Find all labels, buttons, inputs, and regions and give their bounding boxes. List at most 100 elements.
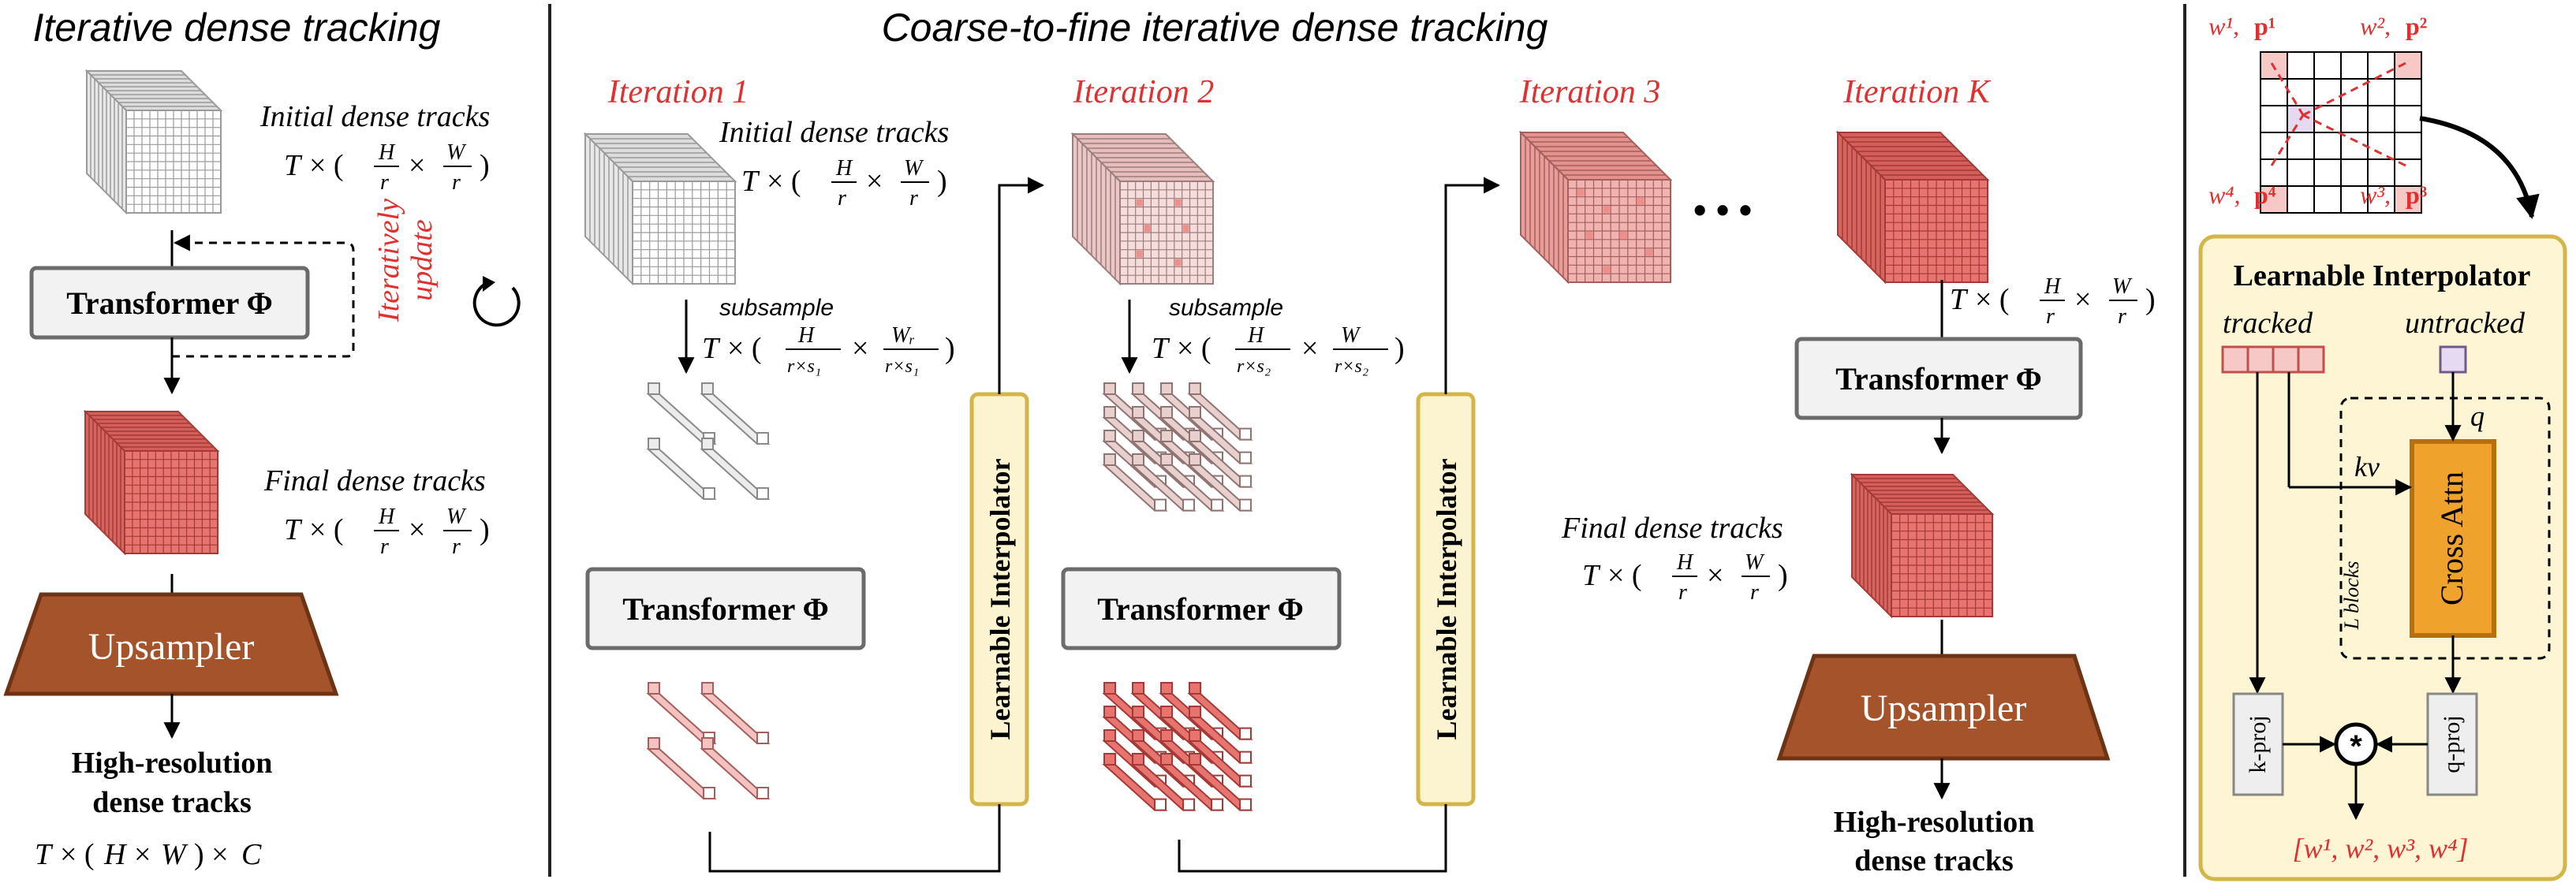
initial-dense-tracks-cube	[84, 69, 223, 215]
left-final-label: Final dense tracks	[263, 464, 486, 497]
svg-text:r: r	[909, 186, 918, 211]
svg-text:w⁴,: w⁴,	[2208, 181, 2240, 209]
svg-text:W: W	[904, 156, 924, 181]
svg-text:r: r	[838, 186, 846, 211]
svg-text:C: C	[241, 838, 262, 871]
svg-text:r×s₂: r×s₂	[1335, 356, 1368, 377]
iter1-transformer-label: Transformer Φ	[622, 591, 829, 627]
cross-attn-block	[2410, 439, 2496, 638]
left-output-formula: T × ( H × W ) × C	[35, 838, 262, 871]
svg-text:r: r	[1678, 580, 1687, 605]
svg-text:H: H	[1676, 550, 1694, 575]
iter1-updated-tracks	[646, 682, 771, 799]
left-initial-label: Initial dense tracks	[259, 100, 490, 133]
svg-text:r×s₁: r×s₁	[787, 356, 821, 377]
svg-text:H: H	[2044, 274, 2062, 299]
untracked-token	[2439, 345, 2467, 374]
mid-initial-label: Initial dense tracks	[719, 116, 949, 149]
svg-text:r: r	[380, 535, 389, 559]
svg-text:T: T	[35, 838, 54, 871]
mid-final-label: Final dense tracks	[1561, 512, 1783, 545]
svg-text:): )	[945, 332, 955, 365]
svg-text:×: ×	[1301, 332, 1318, 365]
mid-initial-formula: T × ( H r × W r )	[741, 156, 947, 211]
final-dense-tracks-cube-k	[1850, 472, 1995, 619]
corner-weight-labels: w¹, p¹ w², p² w⁴, p⁴ w³, p³	[2208, 12, 2427, 209]
svg-text:×: ×	[2074, 283, 2091, 316]
svg-text:*: *	[2350, 729, 2362, 764]
svg-text:× (: × (	[767, 165, 801, 198]
iterK-transformer-box	[1794, 337, 2083, 420]
untracked-label: untracked	[2405, 307, 2526, 340]
svg-text:H: H	[797, 323, 816, 348]
svg-text:W: W	[1341, 323, 1361, 348]
multiply-operator-icon: *	[2334, 722, 2378, 766]
subsample-label-2: subsample	[1169, 295, 1283, 321]
svg-text:r: r	[2046, 304, 2055, 329]
label-iteration-1: Iteration 1	[607, 74, 749, 110]
svg-text:H: H	[1247, 323, 1265, 348]
svg-text:r: r	[452, 170, 461, 195]
iteratively-update-text: Iteratively update	[372, 199, 439, 322]
svg-text:× (: × (	[1607, 559, 1642, 592]
iter2-transformer-box	[1061, 567, 1342, 650]
flow-interp1-to-iter2	[998, 177, 1045, 394]
subsample-formula-2: T × ( H r×s₂ × W r×s₂ )	[1152, 323, 1405, 377]
svg-text:): )	[480, 513, 490, 546]
mid-hires-line1: High-resolution	[1834, 806, 2035, 839]
svg-text:× (: × (	[1975, 283, 2010, 316]
svg-text:): )	[2145, 283, 2156, 316]
left-panel-title: Iterative dense tracking	[33, 6, 441, 50]
iterK-transformer-label: Transformer Φ	[1835, 361, 2042, 397]
iter2-updated-tracks	[1102, 682, 1253, 811]
svg-text:): )	[480, 149, 490, 182]
refresh-cycle-icon	[472, 276, 521, 327]
left-transformer-label: Transformer Φ	[66, 285, 273, 321]
svg-text:×: ×	[409, 513, 425, 546]
tracked-label: tracked	[2223, 307, 2313, 340]
iter1-transformer-box	[585, 567, 866, 650]
svg-text:× (: × (	[60, 838, 95, 871]
iter2-transformer-label: Transformer Φ	[1097, 591, 1304, 627]
svg-text:×: ×	[866, 165, 883, 198]
svg-text:r: r	[380, 170, 389, 195]
svg-text:p³: p³	[2406, 181, 2427, 209]
svg-text:r: r	[452, 535, 461, 559]
svg-text:Wᵣ: Wᵣ	[891, 323, 915, 348]
svg-text:w¹,: w¹,	[2208, 12, 2239, 40]
svg-text:r×s₂: r×s₂	[1237, 356, 1271, 377]
left-hires-line2: dense tracks	[92, 786, 252, 819]
svg-text:r×s₁: r×s₁	[885, 356, 919, 377]
svg-text:): )	[937, 165, 947, 198]
mid-upsampler	[1776, 654, 2111, 761]
left-transformer-box	[29, 266, 310, 340]
iteration-ellipsis: • • •	[1693, 189, 1752, 230]
svg-text:T: T	[1950, 283, 1969, 316]
svg-text:T: T	[702, 332, 721, 365]
svg-text:W: W	[161, 838, 189, 871]
svg-text:W: W	[446, 505, 467, 529]
svg-text:) ×: ) ×	[194, 838, 229, 871]
iterative-update-loop	[172, 234, 355, 358]
svg-text:p⁴: p⁴	[2254, 181, 2276, 209]
svg-text:T: T	[284, 513, 303, 546]
l-blocks-label: L blocks	[2340, 561, 2363, 631]
svg-text:p¹: p¹	[2254, 12, 2275, 40]
svg-text:): )	[1778, 559, 1788, 592]
mid-final-formula: T × ( H r × W r )	[1582, 550, 1788, 605]
q-proj-label: q-proj	[2439, 715, 2465, 773]
svg-text:× (: × (	[727, 332, 762, 365]
cross-attn-label: Cross Attn	[2434, 471, 2470, 605]
svg-text:W: W	[2112, 274, 2133, 299]
tracked-tokens	[2221, 345, 2325, 374]
svg-text:×: ×	[134, 838, 151, 871]
kv-label: kv	[2354, 451, 2380, 482]
flow-iter2-to-interp2	[1178, 804, 1447, 873]
iter3-dense-cube	[1518, 130, 1673, 285]
q-label: q	[2470, 401, 2485, 432]
final-dense-tracks-cube	[83, 409, 220, 556]
k-proj-label: k-proj	[2245, 715, 2271, 773]
subsample-formula-1: T × ( H r×s₁ × Wᵣ r×s₁ )	[702, 323, 955, 377]
svg-text:r: r	[1750, 580, 1759, 605]
